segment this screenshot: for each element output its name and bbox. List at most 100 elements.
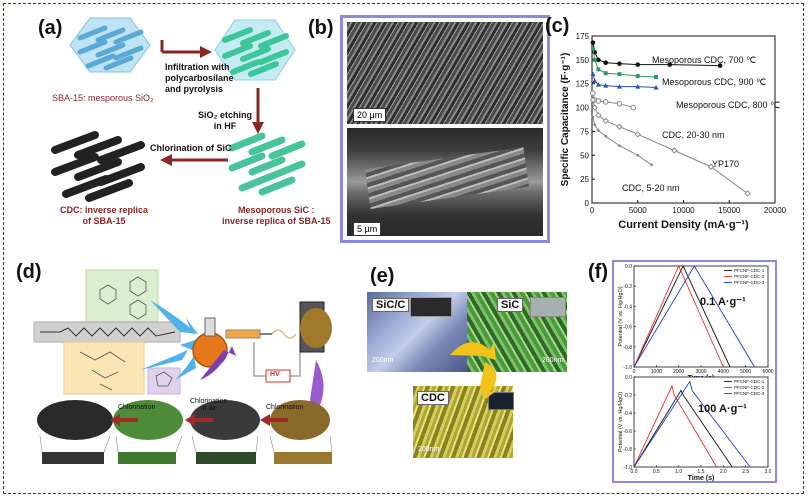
chart-c-point-cdc2030-2 [595,98,602,104]
monomer-green-box [85,269,159,329]
chart-c-ytick-label-7: 175 [576,32,590,41]
chart-f-top-ytick-label-1: -0.2 [623,284,632,290]
chart-c-point-yp170-8 [744,190,751,197]
chart-f-bottom-line-f3 [633,380,751,468]
chart-f-bottom-xtick-label-3: 1.5 [698,469,705,475]
sic-tag: SiC [497,298,524,312]
cdc-caption-line2: of SBA-15 [82,216,126,226]
sic-caption: Mesoporous SiC : inverse replica of SBA-… [222,205,331,227]
chart-c-point-cdc2030-4 [616,100,623,107]
cdc-caption-line1: CDC: inverse replica [60,205,149,215]
chart-c-point-cdc700-7 [717,63,723,68]
chart-c-point-cdc700-5 [635,62,641,67]
chlorination-label-2-line1: Chlorination [190,398,228,405]
chart-c-point-yp170-1 [591,104,598,111]
scale-bar-top: 20 μm [353,108,387,122]
chart-f-top-legend-label-2: PFCNF-CDC-3 [734,280,765,285]
chart-f-bottom-ytick-label-4: -0.8 [623,447,632,453]
sic-caption-line2: inverse replica of SBA-15 [222,216,331,226]
chart-f-top-xtick-label-3: 3000 [695,369,706,375]
chart-c-point-cdc800-6 [653,85,659,90]
chart-f-bottom-xtick-label-0: 0.0 [631,469,638,475]
chart-c-point-cdc520-1 [593,123,597,127]
chart-f-top-ytick-label-5: -1.0 [623,365,632,371]
chart-c-point-cdc700-4 [617,61,622,66]
chart-c-point-cdc520-5 [636,153,640,157]
panel-b-box: 20 μm 5 μm [340,15,550,243]
infiltrated-tubes-icon [222,27,289,77]
chart-f-bottom-ytick-label-5: -1.0 [623,465,632,471]
chlorination-label-1: Chlorination [118,404,156,411]
scale-sic: 200nm [542,357,564,364]
chart-c-point-cdc700-3 [603,60,609,66]
chart-c-point-cdc900-2 [596,67,601,72]
syringe-icon [225,329,297,339]
step1-line1: Infiltration with [165,62,230,72]
chart-c-xtick-label-3: 15000 [718,206,741,215]
chart-f-bottom-xtick-label-2: 1.0 [675,469,682,475]
chart-f-top-legend-label-1: PFCNF-CDC-2 [734,274,765,279]
hv-label: HV [270,371,280,378]
chart-c-point-cdc900-4 [617,72,622,77]
cdc-tag: CDC [417,391,449,405]
chart-f-bottom-xlabel: Time (s) [688,475,715,482]
chart-c-label-cdc2030: CDC, 20-30 nm [662,130,725,140]
chart-f-top-legend-label-0: PFCNF-CDC-1 [734,268,765,273]
chart-c-point-cdc900-5 [635,74,640,79]
chart-f-top-line-f3 [633,265,755,368]
chart-c-ytick-label-5: 125 [576,80,590,89]
chart-c-label-cdc900: Mesoporous CDC, 900 ℃ [662,77,766,87]
chart-f-top-line-f2 [633,264,724,368]
chart-f-top-xtick-label-6: 6000 [762,369,773,375]
process-arrows [160,40,264,166]
chart-c-point-cdc2030-5 [630,104,636,111]
fiber-strips [42,452,332,464]
chart-c-ytick-label-4: 100 [576,104,590,113]
chart-c-point-cdc900-1 [592,57,597,62]
chart-c-point-yp170-2 [595,111,602,119]
chart-c-point-cdc2030-3 [602,99,609,105]
step2-text: SiO₂ etching in HF [198,110,252,132]
chart-c-point-cdc700-6 [667,62,673,67]
step3-text: Chlorination of SiC [150,143,232,153]
scale-cdc: 200nm [418,446,440,453]
chart-c-point-cdc800-2 [595,82,601,87]
sem-image-bottom [347,128,543,236]
sic-tubes-icon [228,132,306,196]
step1-text: Infiltration with polycarbosilane and py… [165,62,234,95]
chart-c-label-cdc800: Mesoporous CDC, 800 ℃ [676,100,780,110]
step1-line3: and pyrolysis [165,84,224,94]
chart-f-top-rate: 0.1 A·g⁻¹ [700,296,746,308]
chemical-structure-lines [79,276,173,391]
chart-c-point-yp170-0 [589,96,597,104]
chart-f-top-ytick-label-3: -0.6 [623,325,632,331]
curved-arrow-icon [450,342,496,360]
chlorination-label-2: Chlorination in air [190,398,227,412]
chlorination-arrows [110,414,288,426]
chart-c-xtick-label-2: 10000 [672,206,695,215]
chart-f-bottom-legend-label-2: PFCNF-CDC-3 [734,391,765,396]
step1-line2: polycarbosilane [165,73,234,83]
chart-f-top-ytick-label-0: 0.0 [625,264,632,270]
chart-c-point-cdc800-4 [616,84,622,89]
chart-f-bottom-legend-label-1: PFCNF-CDC-2 [734,385,765,390]
chart-c-ytick-label-2: 50 [580,151,589,160]
step2-line2: in HF [213,121,237,131]
chart-c-point-cdc900-6 [654,75,659,80]
chart-c-label-cdc700: Mesoporous CDC, 700 ℃ [652,55,756,65]
chart-f-bottom-xtick-label-5: 2.5 [742,469,749,475]
chart-c-point-cdc520-3 [604,134,608,138]
sicc-photo-inset [410,297,452,317]
outer-dashed-frame [3,3,804,494]
scale-sicc: 200nm [372,357,394,364]
chart-c-point-yp170-7 [707,163,715,170]
chart-c-xtick-label-4: 20000 [764,206,787,215]
polymer-chain [40,327,176,337]
chart-c-point-cdc700-2 [596,57,601,63]
chart-c-label-cdc520: CDC, 5-20 nm [622,183,680,193]
chart-f-bottom-legend-label-0: PFCNF-CDC-1 [734,379,765,384]
